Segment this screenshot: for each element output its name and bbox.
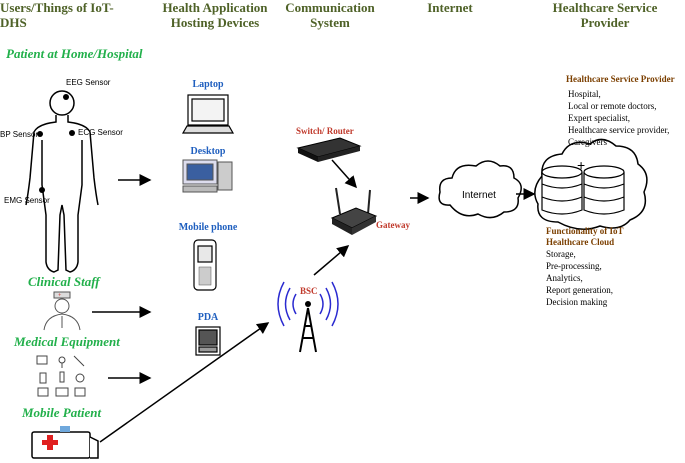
provider-title: Healthcare Service Provider	[566, 74, 675, 84]
label-desktop: Desktop	[190, 146, 226, 157]
column-header-internet: Internet	[427, 0, 473, 15]
arrow-ambulance-bsc	[99, 322, 270, 443]
label-clinical-staff: Clinical Staff	[28, 274, 100, 289]
label-medical-equipment: Medical Equipment	[14, 334, 120, 349]
column-header-hosting-line2: Hosting Devices	[170, 15, 260, 30]
label-mobile-patient: Mobile Patient	[22, 405, 102, 420]
medical-equipment-icons	[36, 355, 86, 397]
laptop-icon	[181, 94, 235, 134]
cloud-function-item: Storage,	[546, 249, 576, 259]
column-header-provider-line2: Provider	[580, 15, 630, 30]
pda-icon	[195, 326, 221, 356]
column-header-hosting-line1: Health Application	[162, 0, 268, 15]
label-emg-sensor: EMG Sensor	[4, 196, 50, 205]
doctor-cross-icon: +	[58, 293, 62, 299]
column-header-comm-line1: Communication	[285, 0, 375, 15]
label-laptop: Laptop	[192, 79, 224, 90]
label-internet: Internet	[462, 190, 496, 201]
desktop-icon	[182, 159, 233, 193]
label-gateway: Gateway	[376, 220, 410, 230]
ambulance-icon	[31, 426, 99, 459]
cloud-function-title-line2: Healthcare Cloud	[546, 237, 615, 247]
label-bsc: BSC	[300, 286, 318, 296]
doctor-icon	[43, 291, 81, 331]
plus-icon: +	[577, 157, 585, 173]
column-header-comm: Communication System	[280, 0, 380, 30]
provider-item: Local or remote doctors,	[568, 101, 657, 111]
bp-sensor-dot	[37, 131, 43, 137]
arrow-switch-gateway	[331, 159, 357, 189]
cloud-function-title: Functionality of IoT Healthcare Cloud	[546, 226, 624, 248]
label-ecg-sensor: ECG Sensor	[78, 128, 123, 137]
ecg-sensor-dot	[69, 130, 75, 136]
cloud-function-title-line1: Functionality of IoT	[546, 226, 624, 236]
cloud-function-item: Decision making	[546, 297, 608, 307]
label-pda: PDA	[197, 312, 219, 323]
provider-item: Caregivers	[568, 137, 607, 147]
switch-router-icon	[296, 137, 362, 162]
label-switch-router: Switch/ Router	[296, 126, 354, 136]
cloud-function-item: Pre-processing,	[546, 261, 602, 271]
column-header-provider: Healthcare Service Provider	[535, 0, 675, 30]
label-mobile-phone: Mobile phone	[178, 222, 238, 233]
provider-item: Expert specialist,	[568, 113, 630, 123]
column-header-hosting: Health Application Hosting Devices	[160, 0, 270, 30]
column-header-comm-line2: System	[310, 15, 350, 30]
cloud-function-item: Report generation,	[546, 285, 613, 295]
label-eeg-sensor: EEG Sensor	[66, 78, 111, 87]
cloud-functions: Storage, Pre-processing, Analytics, Repo…	[546, 248, 613, 308]
emg-sensor-dot	[39, 187, 45, 193]
arrow-bsc-gateway	[313, 245, 350, 276]
provider-items: Hospital, Local or remote doctors, Exper…	[568, 88, 669, 148]
database-icon	[541, 165, 625, 215]
human-body-icon	[25, 90, 99, 273]
provider-item: Hospital,	[568, 89, 601, 99]
provider-item: Healthcare service provider,	[568, 125, 670, 135]
label-patient: Patient at Home/Hospital	[6, 46, 143, 61]
internet-cloud-icon	[438, 160, 522, 219]
gateway-icon	[330, 187, 378, 235]
bsc-tower-icon	[277, 281, 339, 353]
label-bp-sensor: BP Sensor	[0, 130, 39, 139]
mobile-phone-icon	[193, 239, 217, 291]
cloud-function-item: Analytics,	[546, 273, 583, 283]
column-header-provider-line1: Healthcare Service	[552, 0, 658, 15]
column-header-users: Users/Things of IoT-DHS	[0, 0, 114, 30]
eeg-sensor-dot	[63, 94, 69, 100]
